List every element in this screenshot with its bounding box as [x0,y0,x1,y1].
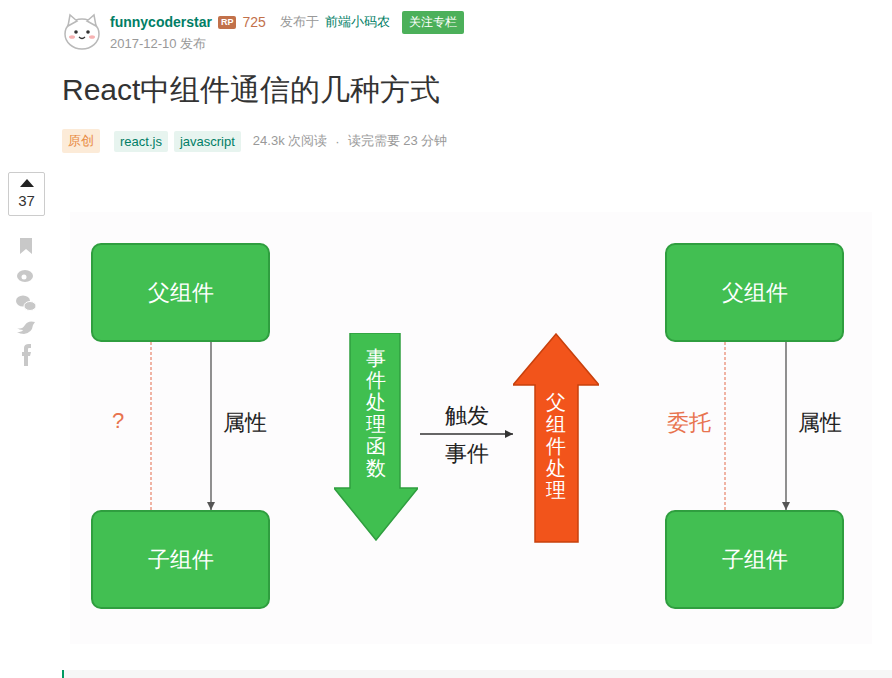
connector-line [420,433,513,434]
tag-row: 原创 react.js javascript 24.3k 次阅读 · 读完需要 23 分钟 [62,130,447,152]
column-name: 前端小码农 [325,13,390,31]
edge-label: 触发 [420,401,513,431]
author-name: funnycoderstar [110,14,212,30]
avatar [62,10,102,52]
node-text: 父组件 [148,278,214,308]
edge-label: 属性 [795,408,845,438]
node-text: javascript [180,134,235,149]
node-text: 子组件 [722,545,788,575]
arrowhead [207,502,215,510]
node-text: 事件处理函数 [366,347,386,479]
arrow-outline [334,333,418,540]
edge-label: 属性 [220,408,270,438]
connector-line [785,342,786,510]
component-box: 子组件 [665,510,844,609]
node-text: 父组件 [722,278,788,308]
follow-button: 关注专栏 [402,11,464,34]
node-text: 关注专栏 [409,15,457,29]
upvote-triangle [20,179,34,187]
node-text: 父组件处理 [546,391,566,501]
node-text: 原创 [68,133,94,148]
node-text: 子组件 [148,545,214,575]
edge-label: ? [106,408,130,434]
reputation-number: 725 [242,14,265,30]
arrowhead [505,430,513,438]
vote-box: 37 [8,172,45,216]
upvote-triangle-shape [20,179,34,187]
share-icons [14,236,38,368]
publish-date: 2017-12-10 发布 [110,35,206,53]
connector [420,430,513,438]
article-title: React中组件通信的几种方式 [62,70,440,111]
edge-label: 委托 [664,408,714,438]
arrowhead [782,502,790,510]
author-row: funnycoderstar RP 725 发布于前端小码农 关注专栏 [110,11,464,33]
arrow-outline [513,334,599,542]
meta-text: 发布于 [280,13,319,31]
quote-bar [62,670,892,678]
component-box: 父组件 [91,243,270,342]
topic-tag: javascript [174,131,241,152]
original-tag: 原创 [62,129,100,153]
read-time: 读完需要 23 分钟 [348,132,448,150]
component-box: 子组件 [91,510,270,609]
connector-line [210,342,211,510]
node-text: react.js [120,134,162,149]
node-text: 37 [9,192,44,209]
topic-tag: react.js [114,131,168,152]
read-count: 24.3k 次阅读 [253,132,327,150]
connector [782,342,790,510]
down-arrow: 事件处理函数 [334,333,418,541]
connector [725,342,726,510]
rep-badge: RP [218,16,237,29]
node-text: RP [221,17,234,27]
component-box: 父组件 [665,243,844,342]
connector [207,342,215,510]
separator-dot: · [335,134,339,149]
connector [151,342,152,510]
connector-line [150,342,151,510]
event-label: 事件 [420,439,513,469]
up-arrow: 父组件处理 [513,333,599,543]
connector-line [724,342,725,510]
